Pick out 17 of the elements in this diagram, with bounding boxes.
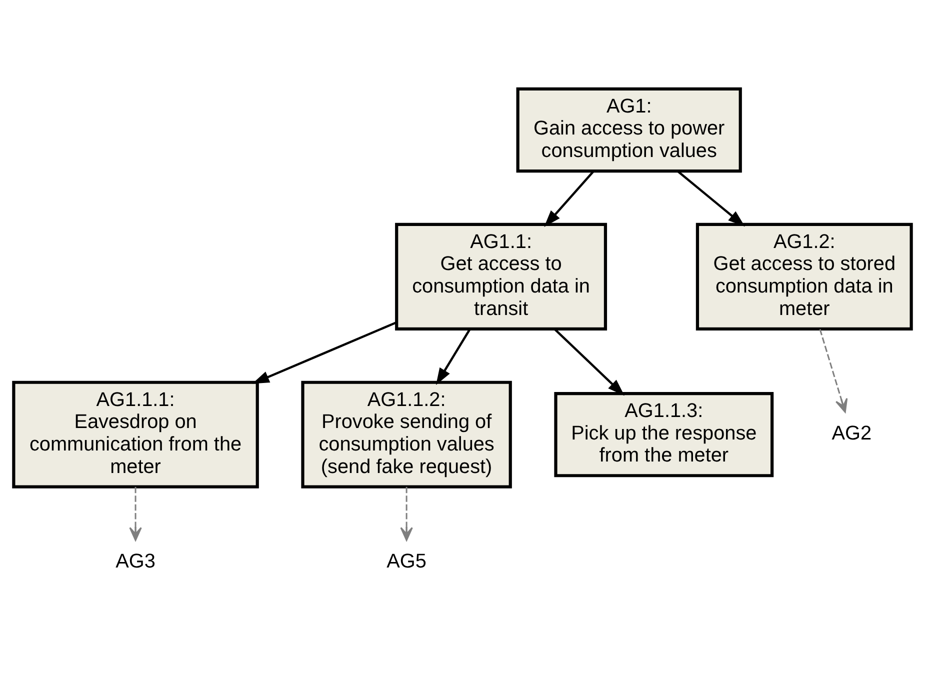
node-box: AG1.1.3: Pick up the response from the meter [554, 392, 774, 477]
arrow [676, 170, 745, 226]
node-box: AG1.1.1: Eavesdrop on communication from the meter [12, 380, 259, 488]
node-box: AG1.1: Get access to consumption data in transit [395, 222, 608, 330]
arrow [252, 320, 397, 384]
node-box: AG1.2: Get access to stored consumption data in meter [696, 222, 913, 330]
node-text: AG3 [116, 550, 156, 572]
node-text: AG2 [832, 422, 872, 444]
arrow [436, 328, 471, 384]
arrow [129, 486, 142, 540]
arrow [819, 328, 848, 412]
arrow [554, 328, 624, 396]
node-text: AG5 [386, 550, 426, 572]
arrow [544, 170, 595, 226]
node-box: AG1.1.2: Provoke sending of consumption values (send fake request) [301, 380, 512, 488]
arrow [400, 486, 413, 540]
node-box: AG1: Gain access to power consumption values [516, 86, 742, 172]
